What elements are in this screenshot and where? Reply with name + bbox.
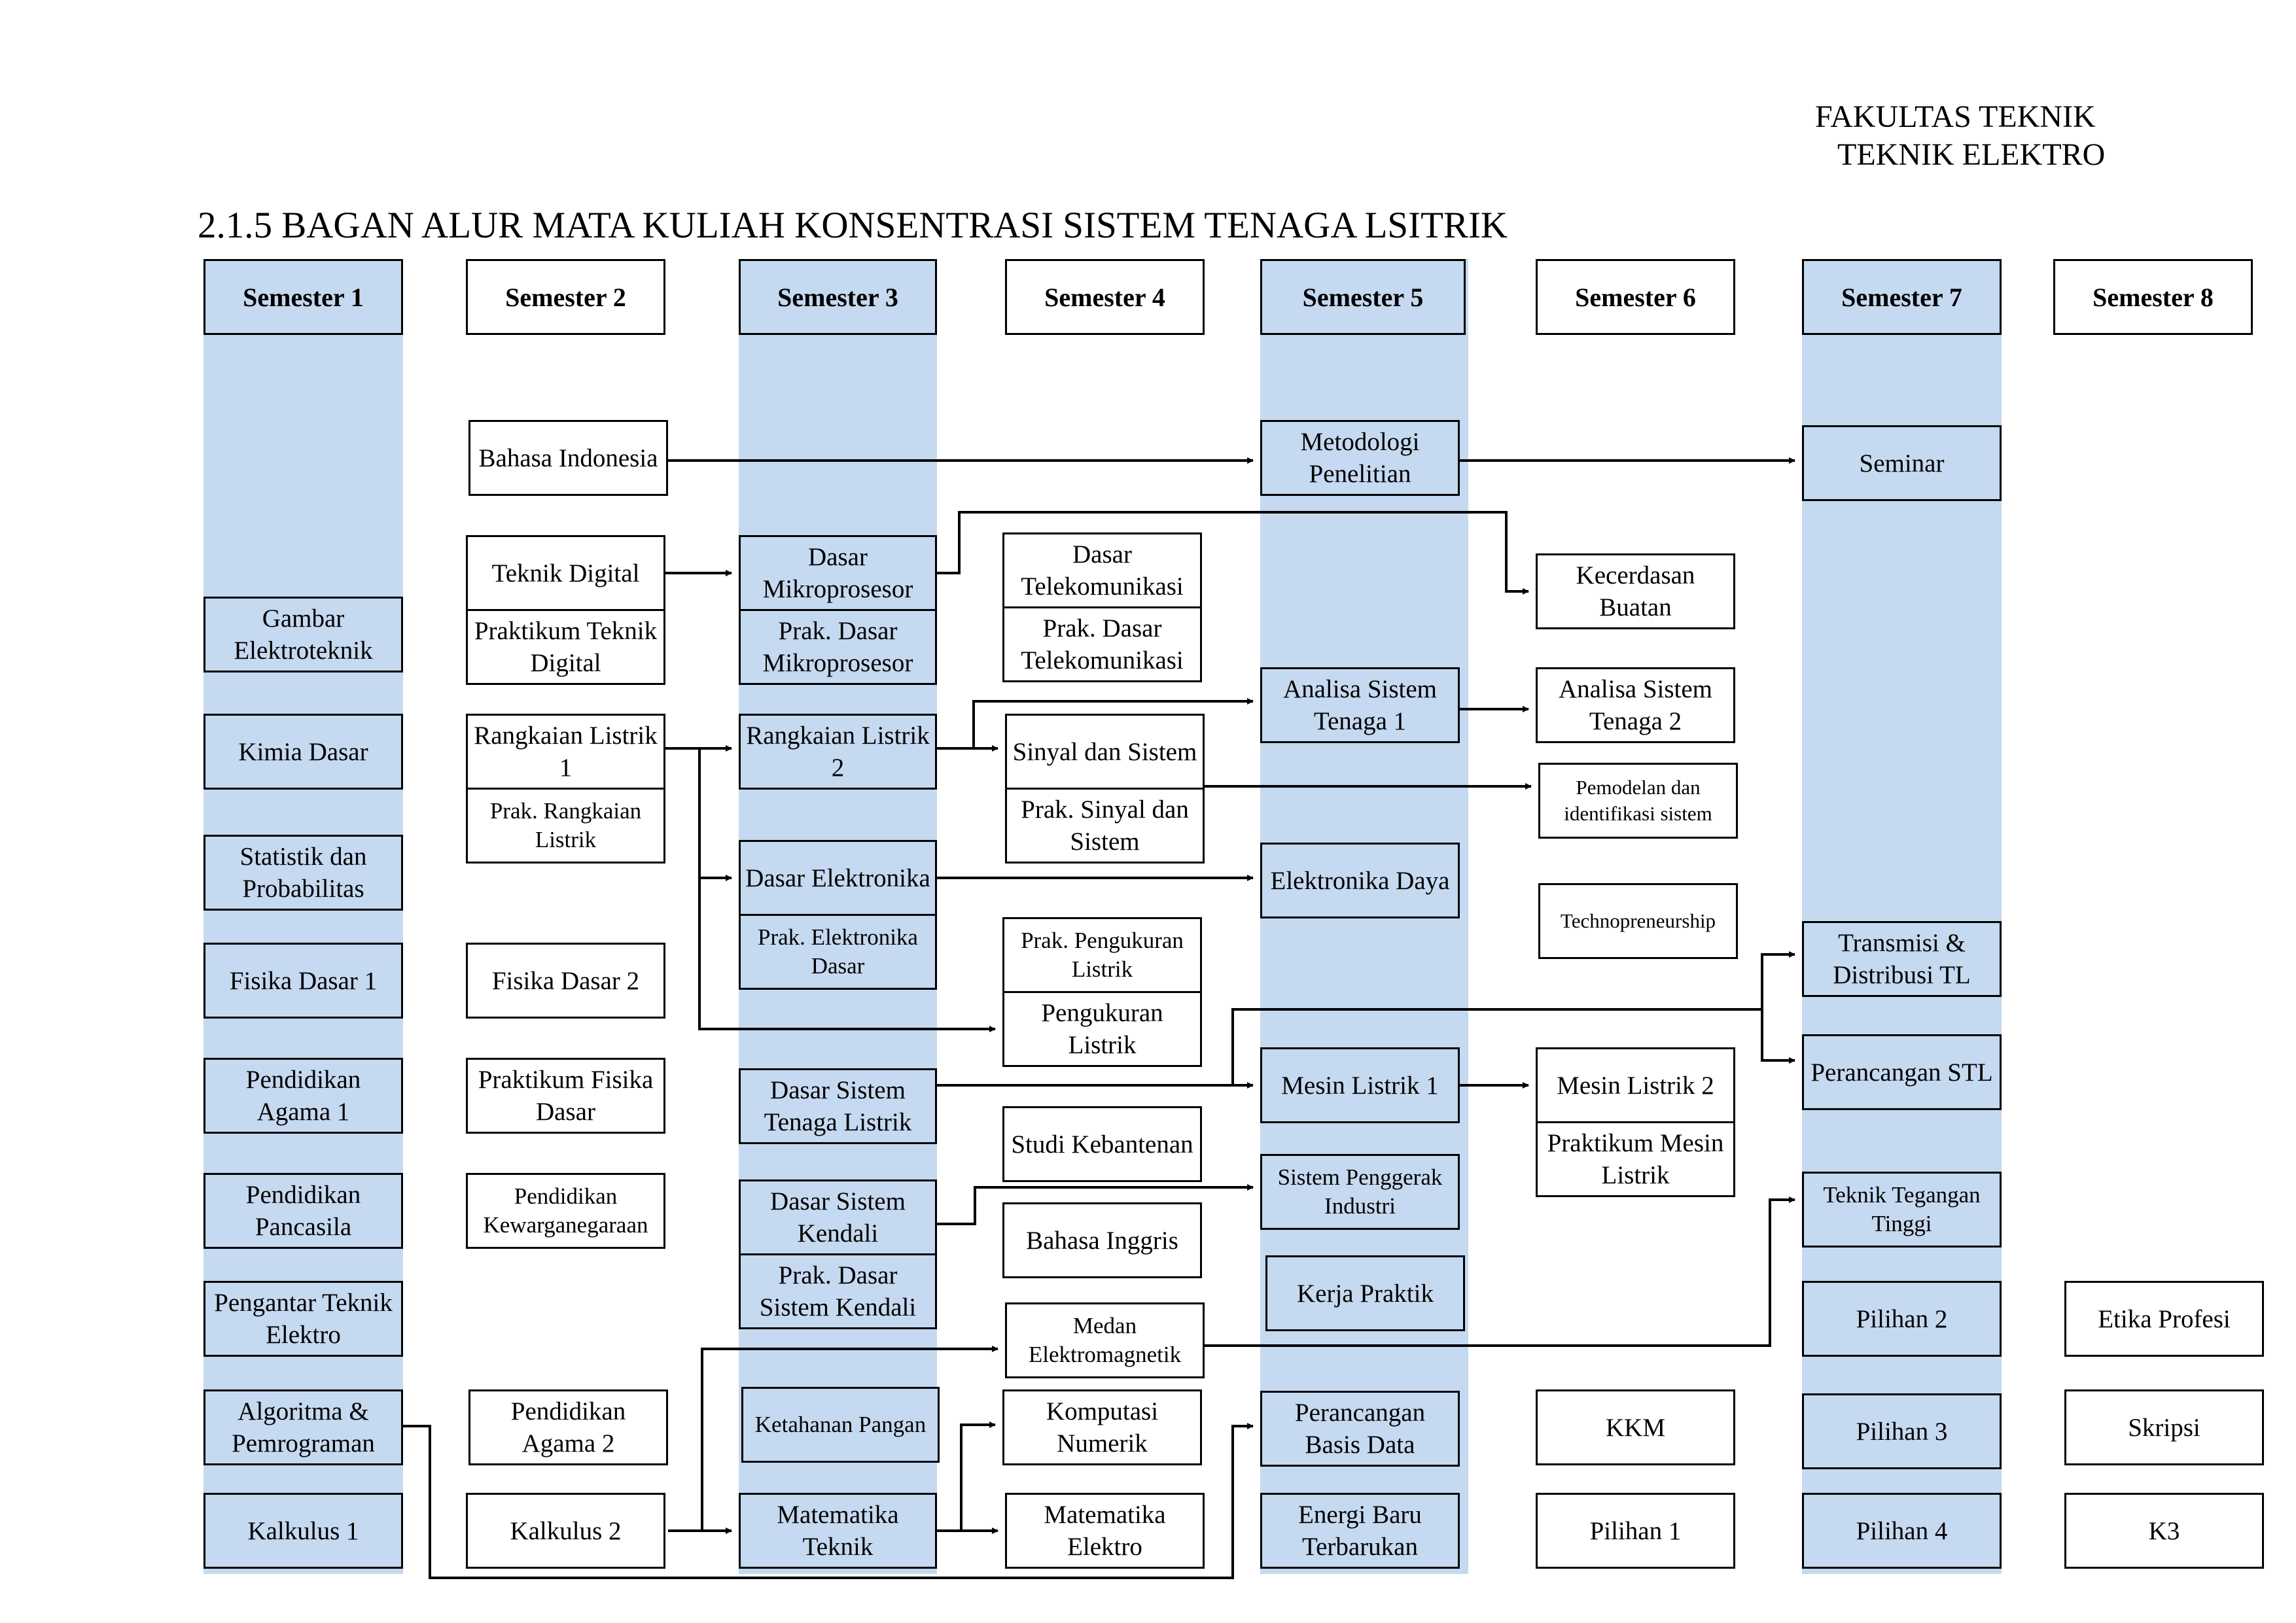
course-kimia-dasar: Kimia Dasar (203, 714, 403, 790)
course-dasar-mikroprosesor: Dasar Mikroprosesor (739, 535, 937, 611)
course-sinyal-dan-sistem: Sinyal dan Sistem (1005, 714, 1205, 790)
course-rangkaian-listrik-2: Rangkaian Listrik 2 (739, 714, 937, 790)
course-perancangan-stl: Perancangan STL (1802, 1034, 2002, 1110)
course-matematika-teknik: Matematika Teknik (739, 1493, 937, 1569)
semester-4-header: Semester 4 (1005, 259, 1205, 335)
course-mesin-listrik-1: Mesin Listrik 1 (1260, 1047, 1460, 1123)
faculty-name: FAKULTAS TEKNIK (1815, 99, 2096, 134)
arrow-mikro-kecerdasan (937, 511, 1529, 595)
course-sistem-penggerak-industri: Sistem Penggerak Industri (1260, 1154, 1460, 1230)
course-kerja-praktik: Kerja Praktik (1265, 1255, 1465, 1331)
course-praktikum-fisika-dasar: Praktikum Fisika Dasar (466, 1058, 665, 1134)
course-prak-dasar-mikroprosesor: Prak. Dasar Mikroprosesor (739, 609, 937, 685)
course-pendidikan-agama-2: Pendidikan Agama 2 (468, 1389, 668, 1465)
course-prak-dasar-sistem-kendali: Prak. Dasar Sistem Kendali (739, 1253, 937, 1329)
semester-5-header: Semester 5 (1260, 259, 1466, 335)
semester-8-header: Semester 8 (2053, 259, 2253, 335)
course-kalkulus-2: Kalkulus 2 (466, 1493, 665, 1569)
course-rangkaian-listrik-1: Rangkaian Listrik 1 (466, 714, 665, 790)
course-prak-sinyal-dan-sistem: Prak. Sinyal dan Sistem (1005, 788, 1205, 864)
course-analisa-sistem-tenaga-1: Analisa Sistem Tenaga 1 (1260, 667, 1460, 743)
course-algoritma-pemrograman: Algoritma & Pemrograman (203, 1389, 403, 1465)
semester-6-header: Semester 6 (1536, 259, 1735, 335)
course-pengantar-teknik-elektro: Pengantar Teknik Elektro (203, 1281, 403, 1357)
course-metodologi-penelitian: Metodologi Penelitian (1260, 420, 1460, 496)
arrow-dstl-stl (1761, 1009, 1795, 1064)
arrow-kalkulus2-medan (701, 1346, 998, 1531)
arrow-algo-basisdata (403, 1423, 1254, 1579)
arrow-rangkaian1-elektronika (698, 748, 732, 881)
course-studi-kebantenan: Studi Kebantenan (1002, 1106, 1202, 1182)
course-pengukuran-listrik: Pengukuran Listrik (1002, 991, 1202, 1067)
course-dasar-sistem-kendali: Dasar Sistem Kendali (739, 1179, 937, 1255)
course-bahasa-indonesia: Bahasa Indonesia (468, 420, 668, 496)
course-pilihan-3: Pilihan 3 (1802, 1393, 2002, 1469)
course-fisika-dasar-1: Fisika Dasar 1 (203, 943, 403, 1019)
course-ketahanan-pangan: Ketahanan Pangan (741, 1387, 940, 1463)
arrow-matek-komputasi (960, 1422, 996, 1531)
course-dasar-elektronika: Dasar Elektronika (739, 840, 937, 916)
arrow-rangkaian1-pengukuran (698, 878, 996, 1032)
course-energi-baru-terbarukan: Energi Baru Terbarukan (1260, 1493, 1460, 1569)
course-kalkulus-1: Kalkulus 1 (203, 1493, 403, 1569)
course-k3: K3 (2064, 1493, 2264, 1569)
course-pilihan-2: Pilihan 2 (1802, 1281, 2002, 1357)
semester-3-header: Semester 3 (739, 259, 937, 335)
course-prak-elektronika-dasar: Prak. Elektronika Dasar (739, 914, 937, 990)
arrow-dstl-transmisi (1231, 951, 1795, 1085)
course-kecerdasan-buatan: Kecerdasan Buatan (1536, 553, 1735, 629)
arrow-rangkaian2-asp1 (972, 698, 1254, 748)
course-analisa-sistem-tenaga-2: Analisa Sistem Tenaga 2 (1536, 667, 1735, 743)
course-kkm: KKM (1536, 1389, 1735, 1465)
course-mesin-listrik-2: Mesin Listrik 2 (1536, 1047, 1735, 1123)
page-title: 2.1.5 BAGAN ALUR MATA KULIAH KONSENTRASI… (198, 205, 1508, 246)
course-gambar-elektroteknik: Gambar Elektroteknik (203, 597, 403, 672)
course-statistik-probabilitas: Statistik dan Probabilitas (203, 835, 403, 911)
arrow-medan-ttt (1205, 1196, 1795, 1347)
course-technopreneurship: Technopreneurship (1538, 883, 1738, 959)
course-fisika-dasar-2: Fisika Dasar 2 (466, 943, 665, 1019)
course-matematika-elektro: Matematika Elektro (1005, 1493, 1205, 1569)
course-etika-profesi: Etika Profesi (2064, 1281, 2264, 1357)
course-seminar: Seminar (1802, 425, 2002, 501)
course-pilihan-4: Pilihan 4 (1802, 1493, 2002, 1569)
course-elektronika-daya: Elektronika Daya (1260, 843, 1460, 918)
arrow-kendali-penggerak (937, 1184, 1254, 1225)
department-name: TEKNIK ELEKTRO (1837, 137, 2106, 172)
course-teknik-digital: Teknik Digital (466, 535, 665, 611)
course-prak-dasar-telekomunikasi: Prak. Dasar Telekomunikasi (1002, 606, 1202, 682)
course-prak-rangkaian-listrik: Prak. Rangkaian Listrik (466, 788, 665, 864)
course-medan-elektromagnetik: Medan Elektromagnetik (1005, 1302, 1205, 1378)
course-skripsi: Skripsi (2064, 1389, 2264, 1465)
course-praktikum-mesin-listrik: Praktikum Mesin Listrik (1536, 1121, 1735, 1197)
semester-7-header: Semester 7 (1802, 259, 2002, 335)
course-pemodelan-identifikasi-sistem: Pemodelan dan identifikasi sistem (1538, 763, 1738, 839)
course-bahasa-inggris: Bahasa Inggris (1002, 1202, 1202, 1278)
course-dasar-sistem-tenaga-listrik: Dasar Sistem Tenaga Listrik (739, 1068, 937, 1144)
course-praktikum-teknik-digital: Praktikum Teknik Digital (466, 609, 665, 685)
course-perancangan-basis-data: Perancangan Basis Data (1260, 1391, 1460, 1467)
course-pilihan-1: Pilihan 1 (1536, 1493, 1735, 1569)
course-pendidikan-kewarganegaraan: Pendidikan Kewarganegaraan (466, 1173, 665, 1249)
course-komputasi-numerik: Komputasi Numerik (1002, 1389, 1202, 1465)
course-transmisi-distribusi: Transmisi & Distribusi TL (1802, 921, 2002, 997)
course-pendidikan-agama-1: Pendidikan Agama 1 (203, 1058, 403, 1134)
course-pendidikan-pancasila: Pendidikan Pancasila (203, 1173, 403, 1249)
semester-1-header: Semester 1 (203, 259, 403, 335)
semester-2-header: Semester 2 (466, 259, 665, 335)
course-teknik-tegangan-tinggi: Teknik Tegangan Tinggi (1802, 1172, 2002, 1248)
